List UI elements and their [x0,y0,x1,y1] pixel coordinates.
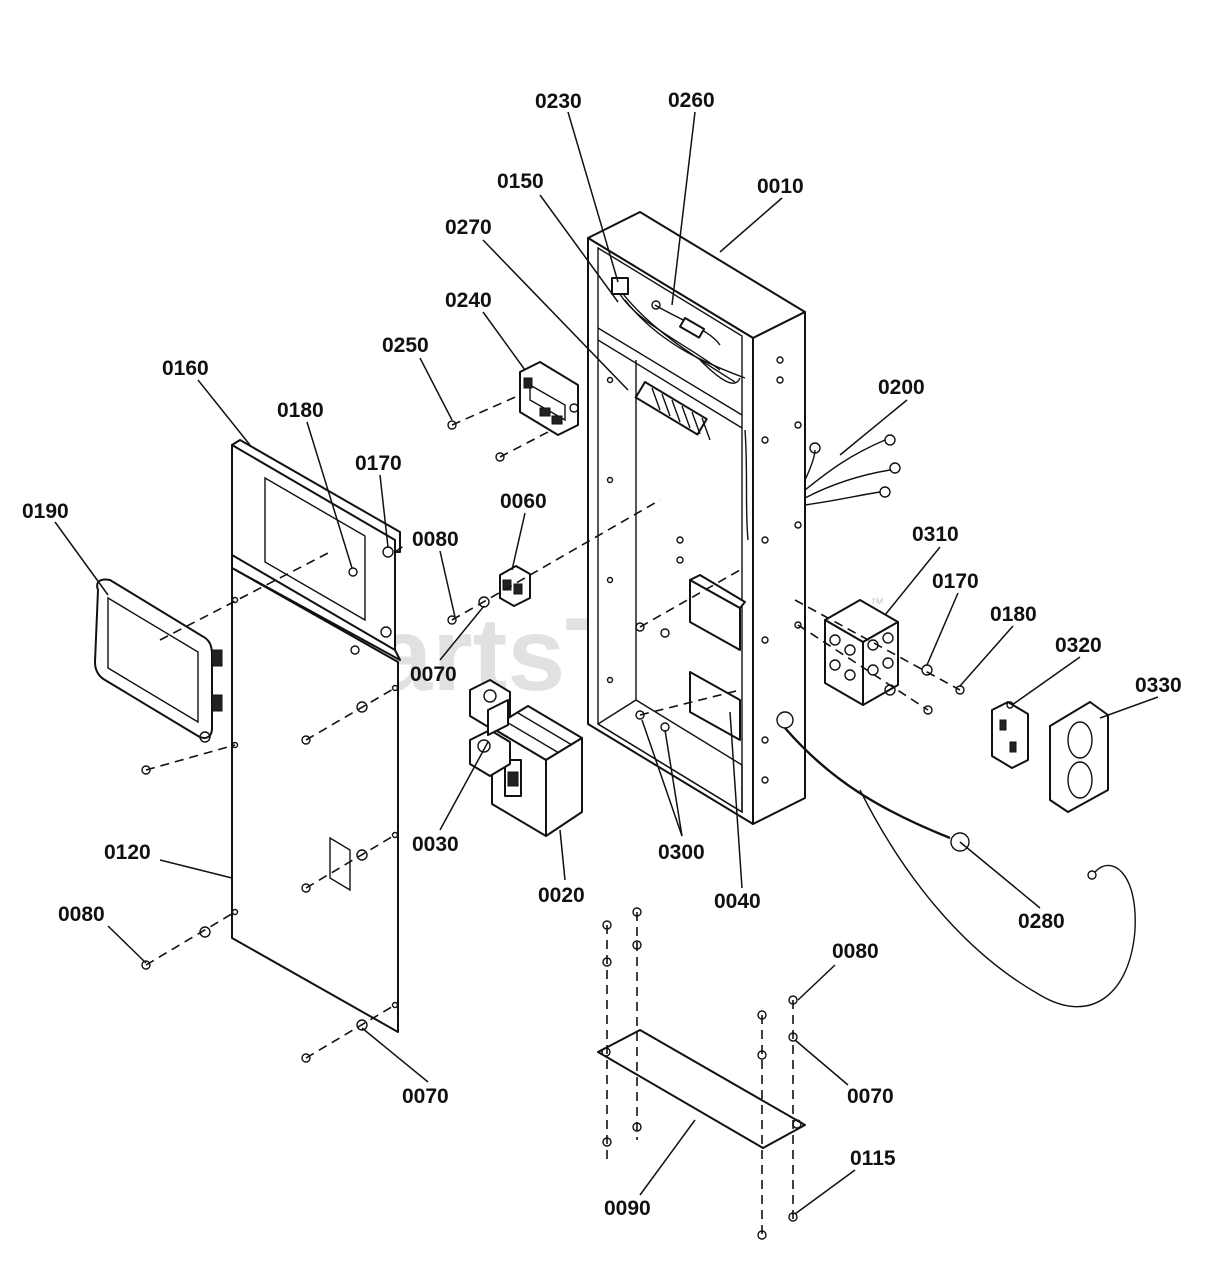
junction-box [824,599,899,706]
callout-0115: 0115 [850,1147,896,1170]
callout-0320: 0320 [1055,634,1102,657]
callout-0070-bottom: 0070 [402,1085,449,1108]
callout-0260: 0260 [668,89,715,112]
callout-0310: 0310 [912,523,959,546]
callout-0170-right: 0170 [932,570,979,593]
callout-0080: 0080 [412,528,459,551]
callout-0180-right: 0180 [990,603,1037,626]
callout-0150: 0150 [497,170,544,193]
leader-lines [54,111,1159,1215]
callout-0090: 0090 [604,1197,651,1220]
connector-block [499,565,531,607]
callout-0010: 0010 [757,175,804,198]
callout-0060: 0060 [500,490,547,513]
wire-leads [804,434,901,506]
callout-0200: 0200 [878,376,925,399]
callout-0080-bottom-right: 0080 [832,940,879,963]
callout-0040: 0040 [714,890,761,913]
display-module [94,578,223,739]
callout-0230: 0230 [535,90,582,113]
callout-0070: 0070 [410,663,457,686]
callout-0190: 0190 [22,500,69,523]
callout-0240: 0240 [445,289,492,312]
callout-0280: 0280 [1018,910,1065,933]
callout-labels: 0230 0260 0150 0010 0270 0240 0250 0200 … [22,89,1182,1220]
ground-cable [784,727,1136,1008]
front-panel [231,439,401,1033]
callout-0030: 0030 [412,833,459,856]
duplex-outlet [991,701,1029,769]
callout-0270: 0270 [445,216,492,239]
outlet-cover-plate [1049,701,1109,813]
callout-0170: 0170 [355,452,402,475]
callout-0160: 0160 [162,357,209,380]
relay-module [519,361,579,436]
callout-0020: 0020 [538,884,585,907]
base-plate [597,1029,806,1149]
callout-0070-bottom-right: 0070 [847,1085,894,1108]
callout-0300: 0300 [658,841,705,864]
callout-0180: 0180 [277,399,324,422]
assembly-lines [145,394,961,1240]
callout-0120: 0120 [104,841,151,864]
callout-0330: 0330 [1135,674,1182,697]
main-enclosure [587,211,806,825]
callout-0250: 0250 [382,334,429,357]
callout-0080-left: 0080 [58,903,105,926]
lug-connectors [469,679,511,777]
